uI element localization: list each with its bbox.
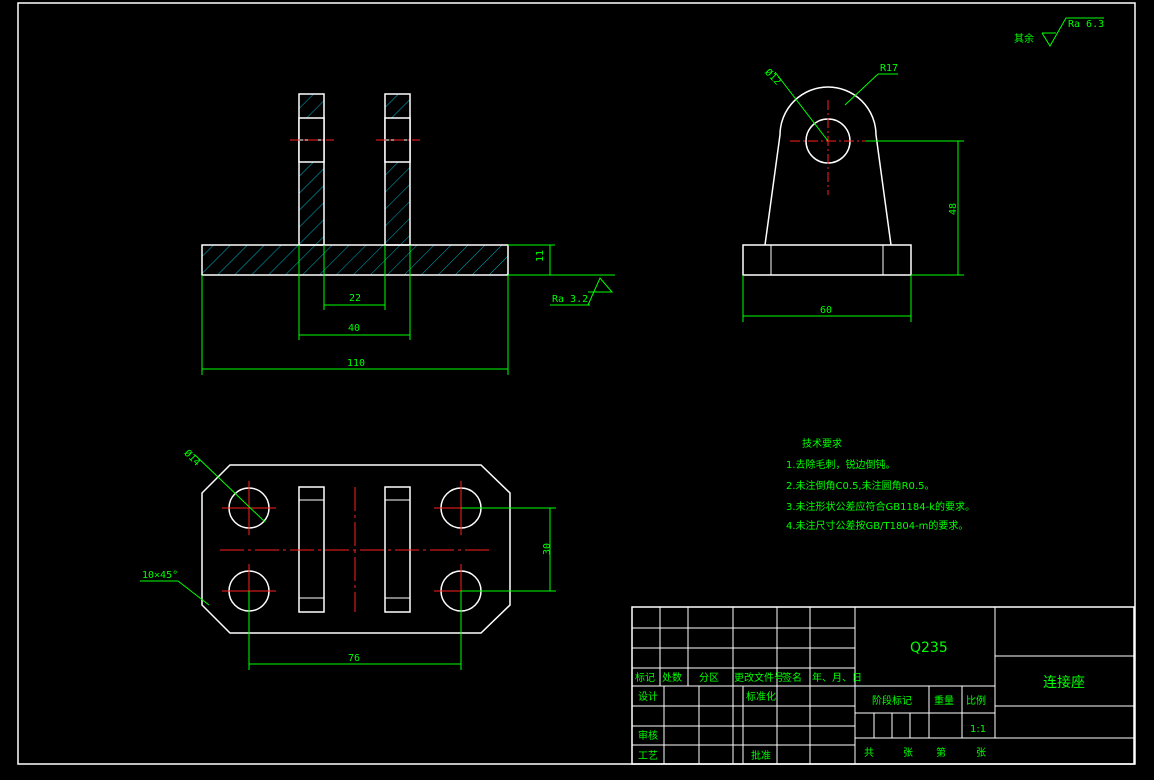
side-dim-hole: Ø12	[762, 66, 783, 87]
surface-finish-value: Ra 6.3	[1068, 19, 1104, 30]
side-dim-radius: R17	[880, 63, 898, 74]
front-dim-total: 110	[347, 358, 365, 369]
tb-header-sign: 签名	[782, 671, 802, 684]
tb-material: Q235	[910, 640, 948, 656]
tb-header-date: 年、月、日	[812, 671, 862, 684]
notes-item-2: 2.未注倒角C0.5,未注圆角R0.5。	[786, 479, 934, 492]
front-dim-slot: 22	[349, 293, 361, 304]
top-dim-spacing-v: 30	[542, 543, 553, 555]
title-block	[631, 606, 1135, 765]
tb-header-mark: 标记	[635, 672, 655, 684]
front-dim-height: 11	[535, 250, 546, 262]
tb-process: 工艺	[638, 750, 658, 762]
tb-header-doc: 更改文件号	[734, 671, 784, 684]
notes-title: 技术要求	[802, 437, 842, 450]
side-dim-height: 48	[948, 203, 959, 215]
tb-sheets: 张	[903, 747, 913, 759]
tb-part-name: 连接座	[1043, 674, 1085, 691]
tb-stage-mark: 阶段标记	[872, 694, 912, 707]
tb-design: 设计	[638, 690, 658, 703]
side-dim-width: 60	[820, 305, 832, 316]
tb-standardize: 标准化	[746, 690, 776, 703]
tb-weight: 重量	[934, 694, 954, 707]
tb-page: 第	[936, 746, 946, 759]
surface-finish-note: 其余 Ra 6.3	[1014, 17, 1104, 47]
tb-scale-label: 比例	[966, 694, 986, 707]
surface-finish-label: 其余	[1014, 32, 1034, 45]
tb-scale: 1:1	[970, 724, 986, 735]
tb-review: 审核	[638, 729, 658, 742]
top-view: Ø14 10×45° 30 76	[140, 447, 556, 670]
notes-item-4: 4.未注尺寸公差按GB/T1804-m的要求。	[786, 519, 968, 532]
tb-header-zone: 分区	[699, 672, 719, 684]
front-view: 11 22 40 110 Ra 3.2	[201, 93, 615, 375]
top-dim-spacing-h: 76	[348, 653, 360, 664]
notes-item-1: 1.去除毛刺，锐边倒钝。	[786, 458, 896, 471]
drawing-border	[17, 2, 1136, 765]
notes-item-3: 3.未注形状公差应符合GB1184-k的要求。	[786, 500, 975, 513]
top-dim-chamfer: 10×45°	[142, 570, 178, 581]
title-block-text: 标记 处数 分区 更改文件号 签名 年、月、日 设计 标准化 审核 工艺 批准 …	[635, 640, 1085, 762]
tb-total: 共	[864, 747, 874, 759]
side-view: Ø12 R17 48 60	[742, 63, 964, 322]
tb-sheet: 张	[976, 747, 986, 759]
front-roughness: Ra 3.2	[552, 294, 588, 305]
tb-approve: 批准	[751, 749, 771, 762]
technical-notes: 技术要求 1.去除毛刺，锐边倒钝。 2.未注倒角C0.5,未注圆角R0.5。 3…	[786, 437, 975, 532]
tb-header-count: 处数	[662, 671, 682, 684]
front-dim-inner: 40	[348, 323, 360, 334]
top-dim-hole: Ø14	[182, 447, 203, 468]
